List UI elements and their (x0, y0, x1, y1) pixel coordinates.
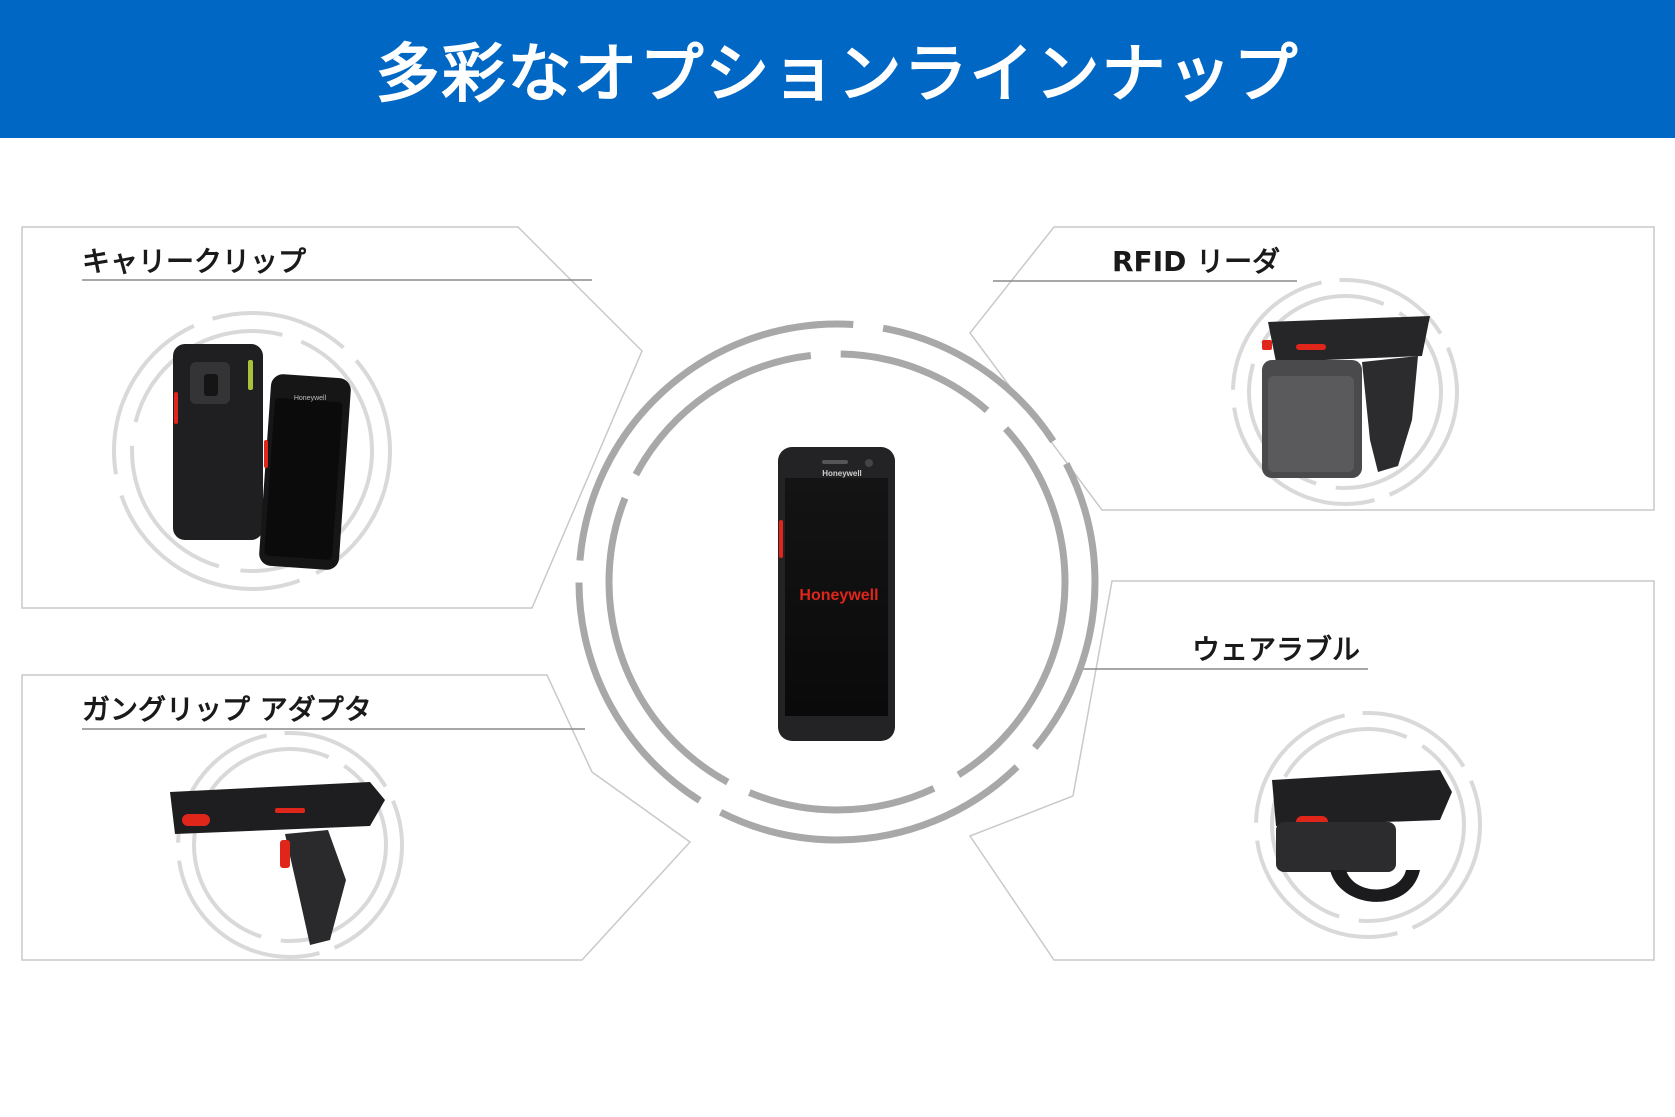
ring-gun-grip (176, 731, 404, 959)
device-screen-brand: Honeywell (799, 587, 878, 604)
ring-wearable (1254, 711, 1482, 939)
page-title: 多彩なオプションラインナップ (375, 38, 1300, 112)
rfid-reader-image (1262, 316, 1430, 478)
carry-clip-brand: Honeywell (294, 395, 327, 402)
device-top-brand: Honeywell (822, 469, 862, 478)
carry-clip-image: Honeywell (173, 344, 351, 570)
panel-gun-grip (21, 674, 692, 961)
gun-grip-image (170, 782, 385, 945)
ring-carry-clip-inner (130, 329, 374, 573)
panel-wearable (968, 580, 1655, 961)
ring-rfid-inner (1247, 294, 1443, 490)
ring-wearable-inner (1270, 727, 1466, 923)
label-gun-grip: ガングリップ アダプタ (82, 693, 372, 726)
panel-carry-clip (21, 226, 643, 609)
ring-carry-clip (112, 311, 392, 591)
panel-rfid-reader (969, 226, 1655, 511)
ring-rfid (1231, 278, 1459, 506)
label-carry-clip: キャリークリップ (82, 245, 307, 278)
central-device: Honeywell Honeywell (778, 447, 895, 741)
ring-gun-grip-inner (192, 747, 388, 943)
label-rfid-reader: RFID リーダ (1112, 245, 1281, 278)
central-rings (575, 320, 1099, 844)
wearable-image (1272, 770, 1452, 902)
header-banner: 多彩なオプションラインナップ (0, 0, 1675, 138)
label-wearable: ウェアラブル (1192, 633, 1361, 666)
